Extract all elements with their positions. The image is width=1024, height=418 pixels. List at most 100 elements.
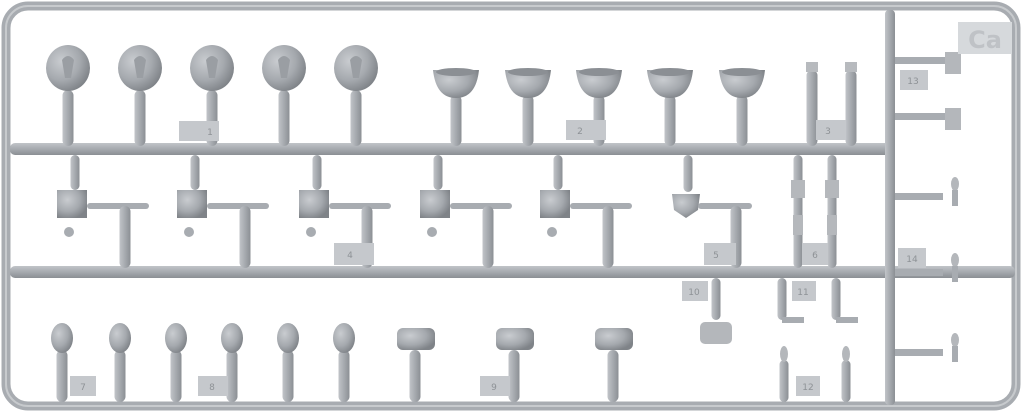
grenade-part — [221, 323, 243, 353]
pointed-shovel-part — [672, 194, 700, 218]
side-part — [951, 253, 959, 267]
clip-gate — [831, 278, 841, 320]
tool-knob-part — [306, 227, 316, 237]
svg-text:2: 2 — [577, 127, 583, 137]
tab-1: 1 — [179, 121, 219, 141]
tab-5: 5 — [704, 243, 736, 265]
parts-group — [46, 45, 961, 402]
helmet-shell-rim — [508, 68, 548, 76]
helmet-shell-part — [576, 70, 622, 98]
tab-3: 3 — [816, 120, 846, 140]
tab-12: 12 — [796, 376, 820, 396]
tool-gate — [239, 206, 251, 268]
side-part — [952, 346, 958, 362]
side-arm — [895, 193, 943, 200]
clip-part — [836, 317, 858, 323]
helmet-shell-rim — [579, 68, 619, 76]
tool-knob-part — [547, 227, 557, 237]
canteen-part — [397, 328, 435, 350]
side-part — [951, 333, 959, 347]
helmet-gate — [62, 90, 74, 146]
tool-gate — [482, 206, 494, 268]
shovel-handle-part — [329, 203, 391, 209]
tab-2: 2 — [566, 120, 606, 140]
shovel-handle-part — [207, 203, 269, 209]
grenade-gate — [226, 350, 238, 402]
helmet-gate — [278, 90, 290, 146]
shovel-blade-part — [540, 190, 570, 218]
tab-4: 4 — [334, 243, 374, 265]
side-arm — [895, 113, 945, 120]
bottle-part — [827, 215, 837, 235]
grenade-gate — [338, 350, 350, 402]
shovel-blade-part — [177, 190, 207, 218]
stick-part — [780, 346, 788, 362]
helmet-gate — [134, 90, 146, 146]
svg-text:5: 5 — [713, 251, 719, 261]
bottle-gate — [827, 155, 837, 268]
side-part — [951, 177, 959, 191]
helmet-shell-part — [505, 70, 551, 98]
tab-9: 9 — [480, 376, 510, 396]
shovel-blade-part — [420, 190, 450, 218]
tab-7: 7 — [70, 376, 96, 396]
svg-text:4: 4 — [347, 251, 353, 261]
canteen-gate — [607, 350, 619, 402]
bottle-part — [791, 180, 805, 198]
bottle-part — [793, 215, 803, 235]
svg-text:8: 8 — [209, 383, 215, 393]
tab-10: 10 — [682, 281, 708, 301]
svg-text:6: 6 — [812, 251, 818, 261]
helmet-detail — [278, 56, 290, 78]
helmet-detail — [62, 56, 74, 78]
grenade-gate — [114, 350, 126, 402]
helmet-shell-rim — [650, 68, 690, 76]
side-arm — [895, 57, 945, 64]
runner-middle — [10, 266, 1015, 278]
tab-11: 11 — [792, 281, 816, 301]
grenade-part — [109, 323, 131, 353]
helmet-detail — [134, 56, 146, 78]
runner-right-vertical — [885, 10, 895, 405]
shovel-blade-part — [299, 190, 329, 218]
shovel-handle-part — [570, 203, 632, 209]
grenade-gate — [170, 350, 182, 402]
tool-gate — [119, 206, 131, 268]
side-part — [952, 190, 958, 206]
helmet-shell-part — [433, 70, 479, 98]
side-part — [945, 52, 961, 74]
clip-gate — [777, 278, 787, 320]
svg-text:1: 1 — [207, 128, 213, 138]
shell-gate — [522, 95, 534, 146]
bottle-part — [825, 180, 839, 198]
tool-gate — [602, 206, 614, 268]
tool-knob-part — [427, 227, 437, 237]
runner-top — [10, 143, 892, 155]
helmet-shell-rim — [722, 68, 762, 76]
grenade-part — [277, 323, 299, 353]
canteen-gate — [508, 350, 520, 402]
mug-gate — [806, 70, 818, 146]
tool-gate — [553, 155, 563, 190]
tool-gate — [312, 155, 322, 190]
stick-gate — [841, 360, 851, 402]
tab-13: 13 — [900, 70, 928, 90]
grenade-part — [333, 323, 355, 353]
shovel-blade-part — [57, 190, 87, 218]
helmet-shell-rim — [436, 68, 476, 76]
grenade-part — [51, 323, 73, 353]
pouch-part — [700, 322, 732, 344]
svg-text:13: 13 — [907, 77, 918, 87]
tool-gate — [433, 155, 443, 190]
tool-gate — [70, 155, 80, 190]
helmet-shell-part — [647, 70, 693, 98]
grenade-part — [165, 323, 187, 353]
tab-8: 8 — [198, 376, 228, 396]
side-arm — [895, 269, 943, 276]
side-part — [952, 266, 958, 282]
shell-gate — [736, 95, 748, 146]
shovel-handle-part — [450, 203, 512, 209]
pouch-gate — [711, 278, 721, 320]
